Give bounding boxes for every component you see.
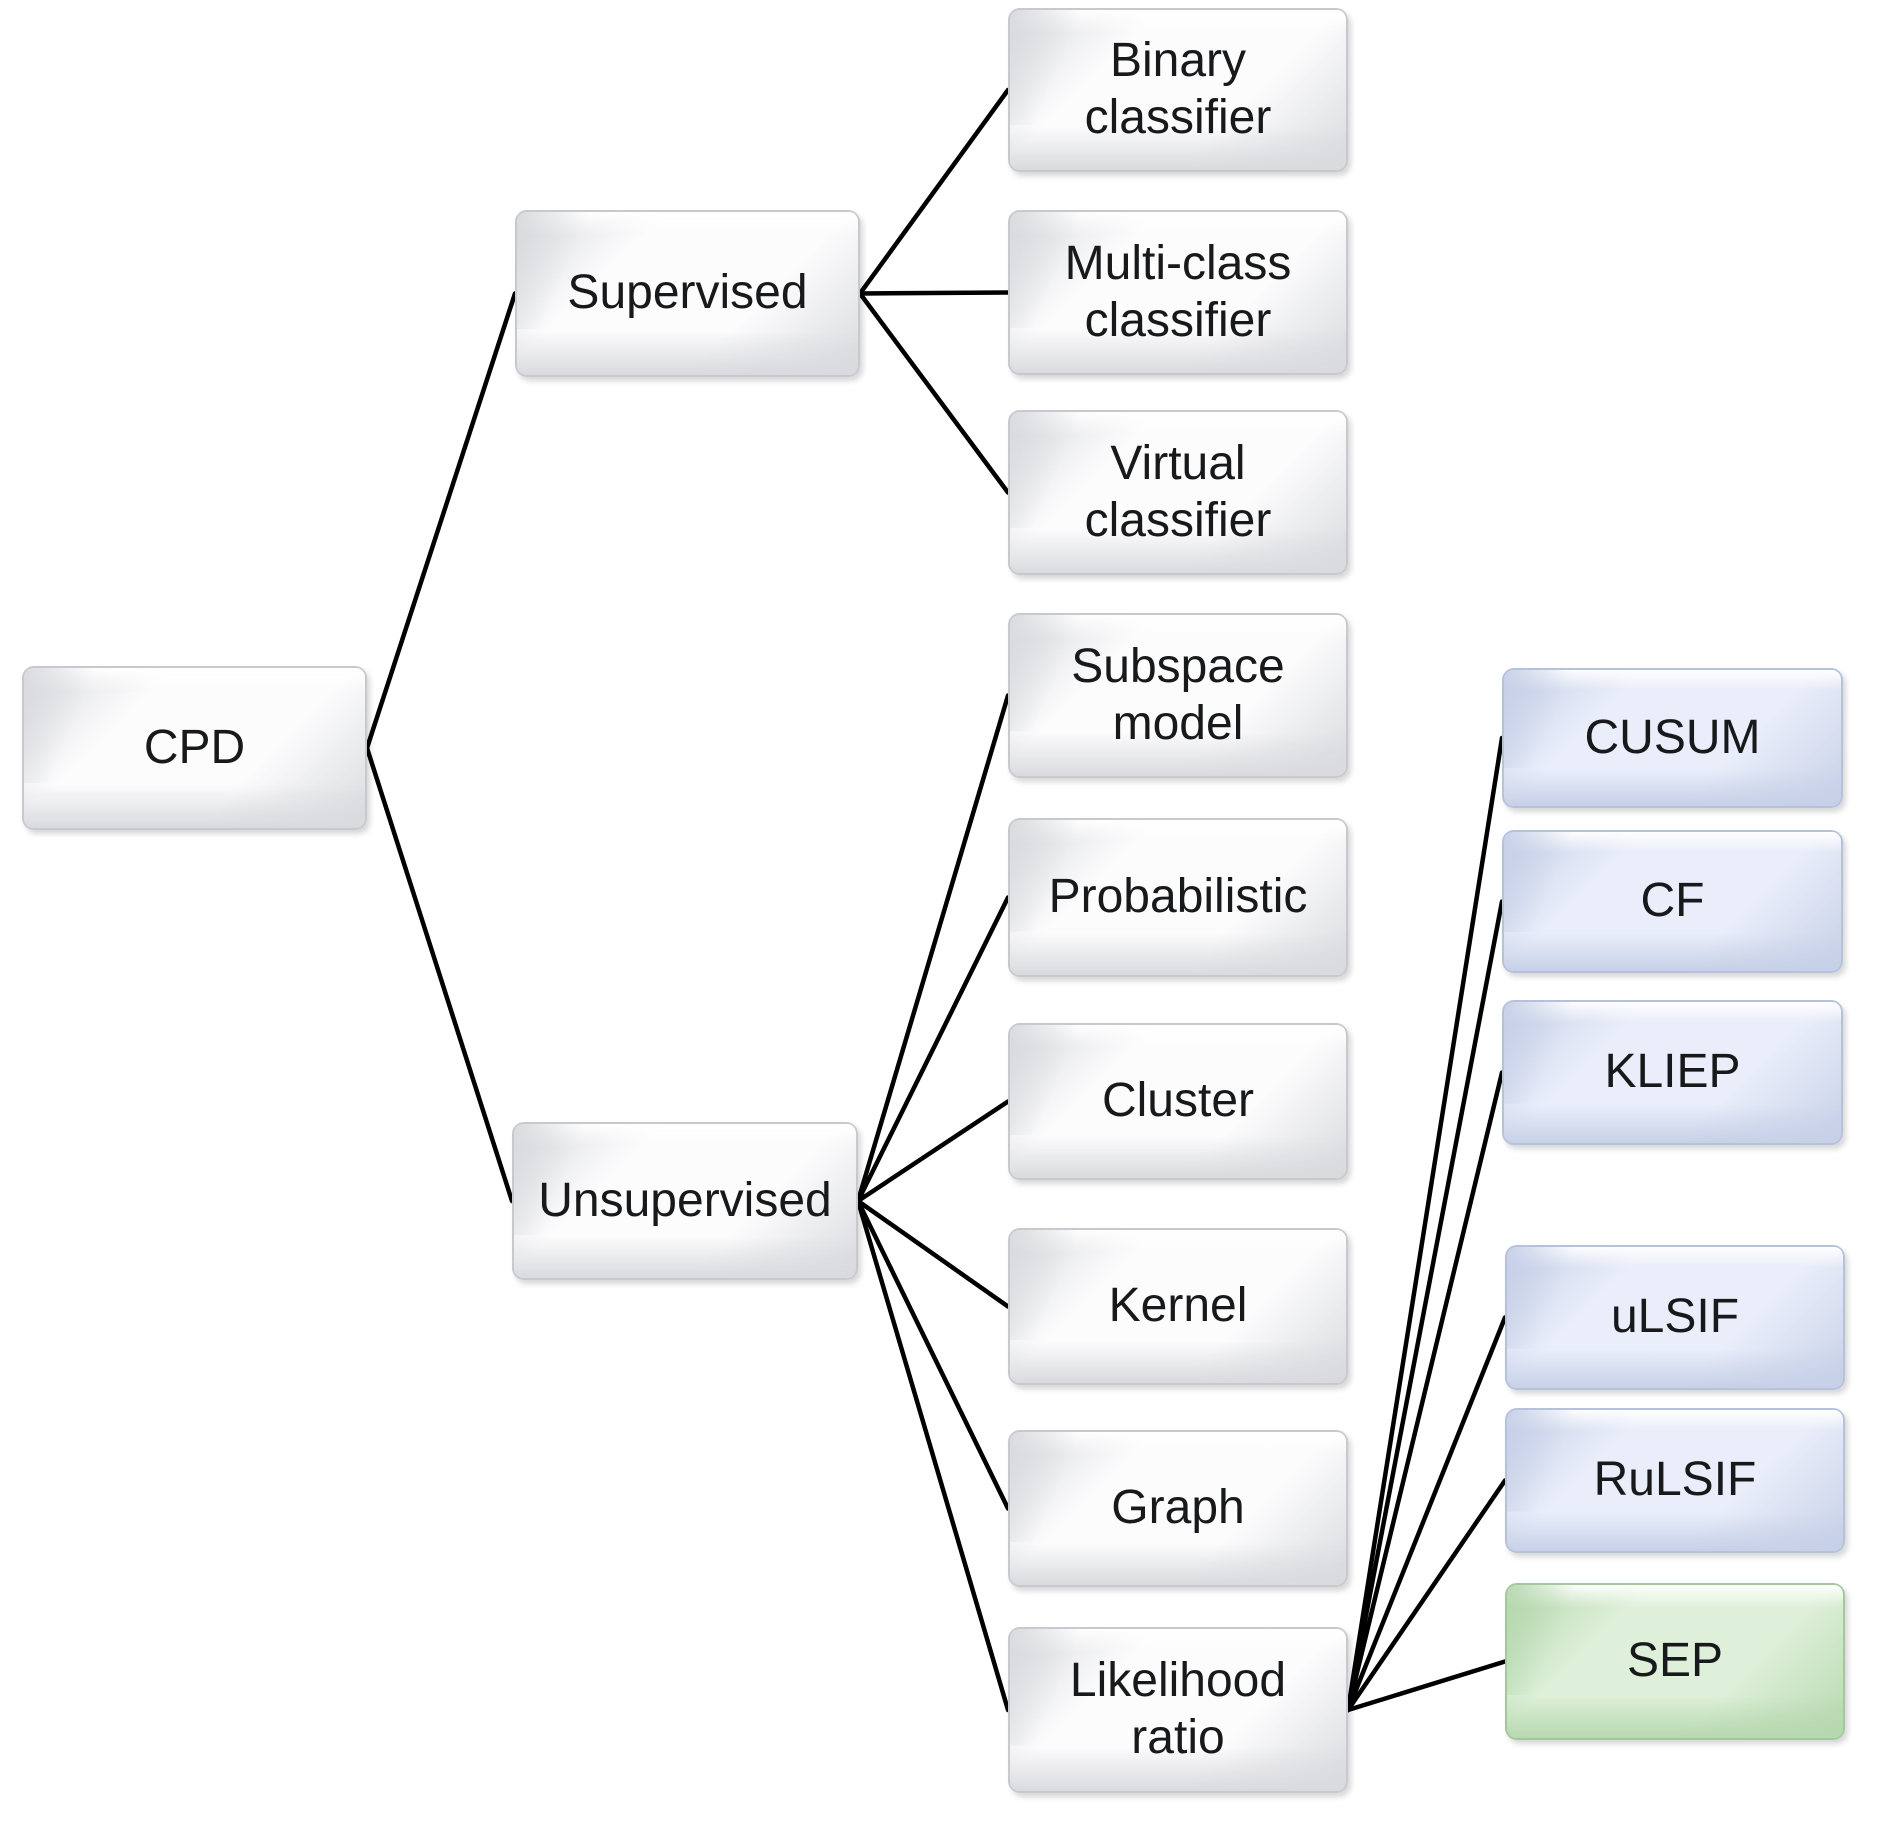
edge-supervised-virtual-classifier <box>857 291 1011 495</box>
edge-supervised-multiclass-classifier <box>857 290 1011 296</box>
edge-unsupervised-graph <box>855 1198 1011 1511</box>
edge-unsupervised-likelihood-ratio <box>855 1198 1011 1713</box>
node-graph: Graph <box>1008 1430 1348 1587</box>
node-label-subspace-model: Subspace model <box>1071 639 1285 750</box>
node-probabilistic: Probabilistic <box>1008 818 1348 977</box>
node-cf: CF <box>1502 830 1843 973</box>
node-cpd: CPD <box>22 666 367 830</box>
node-ulsif: uLSIF <box>1505 1245 1845 1390</box>
node-cluster: Cluster <box>1008 1023 1348 1180</box>
edge-cpd-supervised <box>364 291 518 751</box>
node-likelihood-ratio: Likelihood ratio <box>1008 1627 1348 1793</box>
node-label-cpd: CPD <box>143 720 246 774</box>
edge-unsupervised-kernel <box>855 1198 1011 1309</box>
edge-likelihood-ratio-sep <box>1345 1659 1508 1713</box>
node-multiclass-classifier: Multi-class classifier <box>1008 210 1348 375</box>
node-virtual-classifier: Virtual classifier <box>1008 410 1348 575</box>
edge-cpd-unsupervised <box>364 745 515 1204</box>
node-label-probabilistic: Probabilistic <box>1048 870 1308 924</box>
node-label-supervised: Supervised <box>567 266 808 320</box>
node-label-graph: Graph <box>1111 1481 1245 1535</box>
node-unsupervised: Unsupervised <box>512 1122 858 1280</box>
node-label-kliep: KLIEP <box>1604 1045 1741 1099</box>
node-sep: SEP <box>1505 1583 1845 1740</box>
node-cusum: CUSUM <box>1502 668 1843 808</box>
node-binary-classifier: Binary classifier <box>1008 8 1348 172</box>
edge-likelihood-ratio-cf <box>1345 899 1505 1713</box>
node-label-likelihood-ratio: Likelihood ratio <box>1069 1654 1287 1764</box>
node-supervised: Supervised <box>515 210 860 377</box>
node-rulsif: RuLSIF <box>1505 1408 1845 1553</box>
edge-likelihood-ratio-rulsif <box>1345 1478 1508 1713</box>
node-kernel: Kernel <box>1008 1228 1348 1385</box>
edge-unsupervised-subspace-model <box>855 693 1011 1204</box>
node-subspace-model: Subspace model <box>1008 613 1348 778</box>
node-label-multiclass-classifier: Multi-class classifier <box>1064 236 1292 347</box>
node-label-cf: CF <box>1640 874 1705 928</box>
node-label-ulsif: uLSIF <box>1610 1290 1740 1344</box>
node-label-rulsif: RuLSIF <box>1593 1453 1757 1507</box>
edge-likelihood-ratio-cusum <box>1345 735 1505 1713</box>
edge-supervised-binary-classifier <box>857 87 1011 296</box>
node-label-virtual-classifier: Virtual classifier <box>1084 436 1272 547</box>
node-kliep: KLIEP <box>1502 1000 1843 1145</box>
node-label-unsupervised: Unsupervised <box>538 1173 832 1227</box>
edge-unsupervised-probabilistic <box>855 895 1011 1204</box>
edge-likelihood-ratio-kliep <box>1345 1070 1505 1713</box>
node-label-binary-classifier: Binary classifier <box>1084 34 1272 144</box>
node-label-kernel: Kernel <box>1108 1279 1248 1333</box>
edge-likelihood-ratio-ulsif <box>1345 1315 1508 1713</box>
node-label-sep: SEP <box>1626 1634 1724 1688</box>
node-label-cusum: CUSUM <box>1584 710 1761 764</box>
node-label-cluster: Cluster <box>1101 1074 1255 1128</box>
edge-unsupervised-cluster <box>855 1099 1011 1204</box>
